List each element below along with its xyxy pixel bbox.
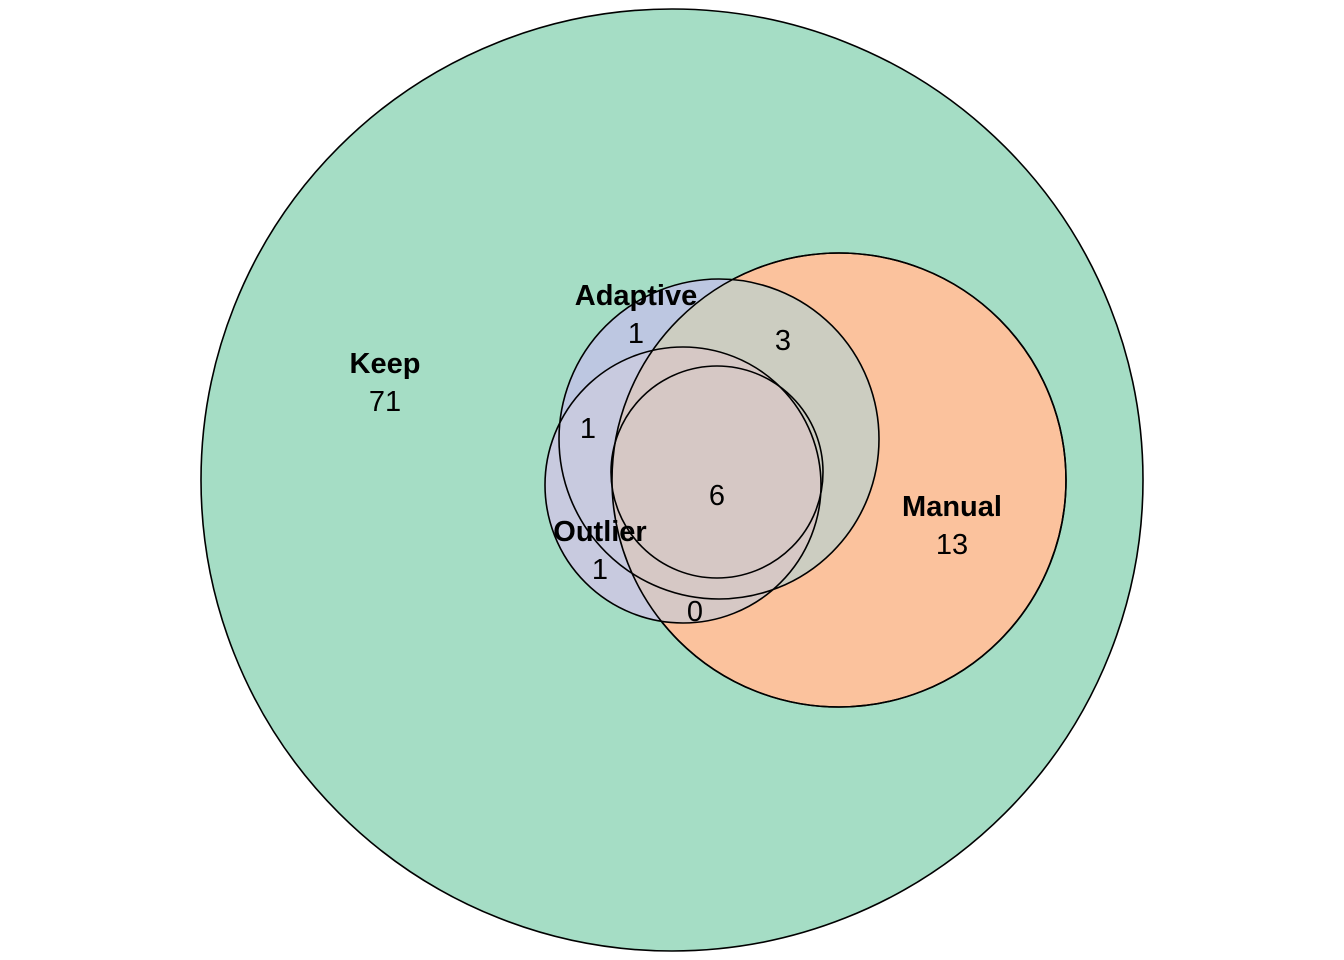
adaptive-set-label: Adaptive: [575, 280, 697, 312]
keep-set-label: Keep: [350, 348, 421, 380]
manual-set-label: Manual: [902, 491, 1002, 523]
outlier-only-count: 1: [592, 554, 608, 586]
outlier-set-outline: [544, 346, 822, 624]
adaptive-only-count: 1: [628, 318, 644, 350]
all-overlap-count: 6: [709, 480, 725, 512]
adaptive-set-outline: [558, 278, 880, 600]
keep-only-count: 71: [369, 386, 401, 418]
outlier-manual-count: 0: [687, 596, 703, 628]
outlier-set-label: Outlier: [553, 516, 646, 548]
inner-overlap-outline: [610, 365, 824, 579]
adaptive-outlier-count: 1: [580, 413, 596, 445]
adaptive-manual-count: 3: [775, 325, 791, 357]
manual-only-count: 13: [936, 529, 968, 561]
